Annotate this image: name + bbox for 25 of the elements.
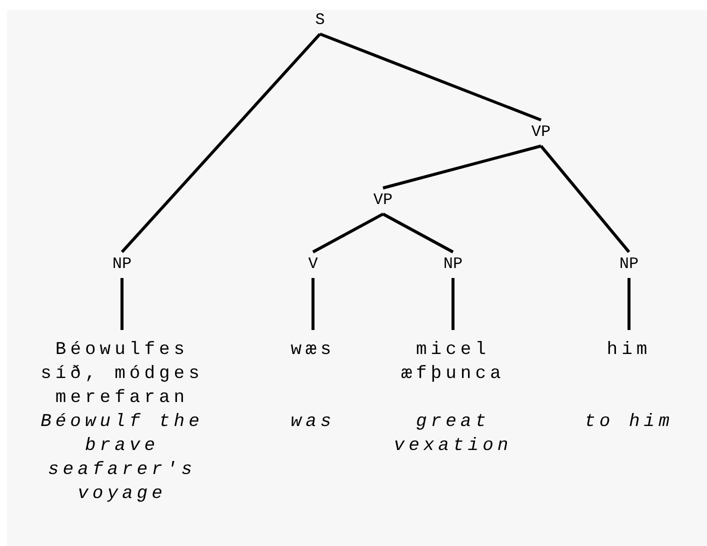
phrase-label: VP: [358, 188, 408, 212]
gloss: was: [290, 411, 336, 434]
gloss: to him: [584, 411, 674, 434]
phrase-label: NP: [604, 252, 654, 276]
tree-branch: [452, 278, 454, 330]
tree-branch: [120, 33, 322, 253]
gloss: great vexation: [392, 411, 514, 458]
word: micel æfþunca: [375, 338, 531, 386]
tree-branch: [540, 145, 630, 253]
phrase-label: V: [293, 252, 333, 276]
tree-branch: [319, 32, 542, 122]
phrase-label: VP: [516, 120, 566, 144]
word: wæs: [263, 338, 363, 362]
tree-branch: [312, 278, 314, 330]
tree-branch: [382, 144, 542, 190]
tree-branch: [312, 212, 384, 254]
word: Béowulfes síð, módges merefaran: [24, 338, 220, 410]
gloss: Béowulf the brave seafarer's voyage: [40, 411, 204, 506]
tree-branch: [628, 278, 630, 330]
tree-branch: [382, 212, 454, 254]
word: him: [564, 338, 694, 362]
tree-branch: [120, 278, 124, 330]
phrase-label: NP: [97, 252, 147, 276]
phrase-label: NP: [428, 252, 478, 276]
phrase-label: S: [300, 8, 340, 32]
